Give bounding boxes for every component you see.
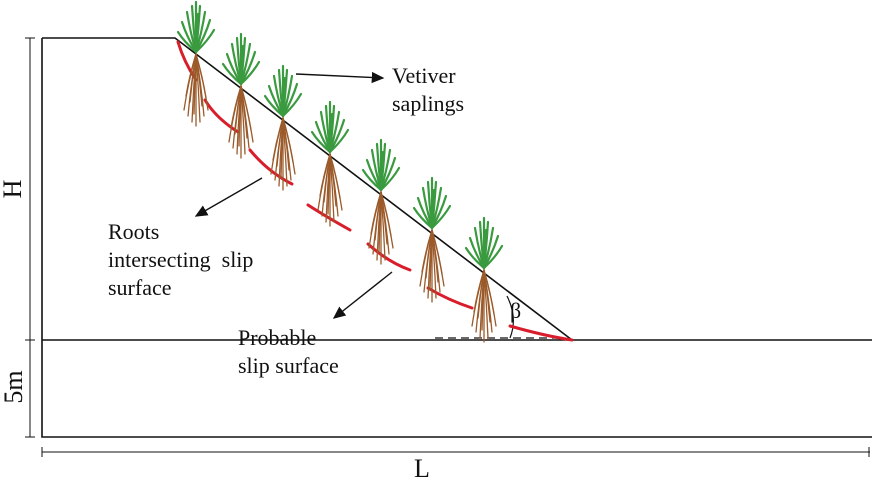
sapling-roots	[471, 269, 497, 343]
sapling-leaves	[221, 32, 261, 86]
vetiver-saplings	[176, 0, 504, 343]
vetiver-label-line2: saplings	[392, 91, 465, 116]
sapling-roots	[270, 117, 296, 191]
beta-angle-arc	[506, 295, 514, 339]
sapling-roots	[419, 229, 445, 303]
length-dimension	[41, 447, 870, 457]
sapling-roots	[183, 53, 209, 127]
length-label: L	[414, 454, 430, 483]
sapling-leaves	[464, 216, 504, 270]
beta-angle-label: β	[510, 298, 522, 323]
slip-surface-segment	[248, 148, 294, 186]
roots-label-line1: Roots	[108, 219, 160, 244]
vetiver-sapling	[310, 100, 350, 227]
base-height-label: 5m	[0, 370, 28, 404]
slip-surface-segment	[366, 242, 412, 272]
slip-surface-segment	[508, 324, 574, 342]
height-dimension	[25, 37, 35, 438]
vetiver-sapling	[176, 0, 216, 127]
vetiver-sapling	[263, 64, 303, 191]
vetiver-sapling	[221, 32, 261, 159]
vetiver-sapling	[412, 176, 452, 303]
height-label: H	[0, 179, 27, 199]
roots-label-line2: intersecting slip	[108, 247, 254, 272]
roots-label-line3: surface	[108, 275, 172, 300]
slip-surface-segment	[306, 203, 352, 232]
sapling-leaves	[361, 138, 401, 192]
slip-surface-segment	[426, 286, 474, 310]
sapling-leaves	[412, 176, 452, 230]
vetiver-sapling	[464, 216, 504, 343]
sapling-leaves	[310, 100, 350, 154]
sapling-roots	[317, 153, 343, 227]
probable-slip-arrow	[332, 271, 393, 319]
probable-slip-label-line1: Probable	[238, 325, 317, 350]
sapling-roots	[368, 191, 394, 265]
vetiver-arrow	[295, 71, 385, 84]
sapling-leaves	[263, 64, 303, 118]
vetiver-sapling	[361, 138, 401, 265]
vetiver-label-line1: Vetiver	[392, 63, 456, 88]
roots-arrow	[194, 177, 263, 217]
probable-slip-label-line2: slip surface	[238, 353, 339, 378]
sapling-roots	[228, 85, 254, 159]
sapling-leaves	[176, 0, 216, 54]
